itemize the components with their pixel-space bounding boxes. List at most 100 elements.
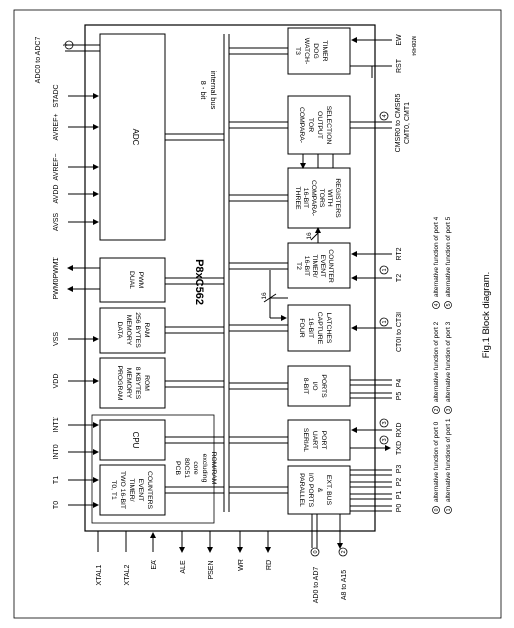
pin-wr: WR	[238, 559, 245, 571]
legend-marker-1-circle	[444, 506, 452, 514]
comparator-line-2: OUTPUT	[316, 111, 323, 139]
rom-block	[99, 357, 166, 409]
legend: 0 alternative function of port 0 1 alter…	[432, 216, 452, 514]
pin-xtal2: XTAL2	[124, 564, 131, 585]
pin-p5: P5	[396, 392, 403, 401]
timers-line-3: EVENT	[137, 479, 144, 502]
comparator-block	[287, 95, 351, 155]
legend-marker-2-circle	[432, 406, 440, 414]
pin-int0: INT0	[53, 444, 60, 459]
pin-ew: EW	[396, 34, 403, 46]
timers-block	[99, 464, 166, 516]
pin-pwm0: PWM0	[53, 278, 60, 299]
uart-line-2: PORT	[320, 431, 327, 450]
capture-line-0: FOUR	[298, 318, 305, 337]
uart-block	[287, 419, 351, 461]
pin-avdd: AVDD	[53, 185, 60, 204]
pin-t1: T1	[53, 476, 60, 484]
pin-vss: VSS	[53, 332, 60, 346]
legend-text-3: alternative function of port 3	[445, 321, 452, 402]
left-pin-labels: ADC0 to ADC7 STADC AVREF+ AVREF− AVDD AV…	[35, 37, 60, 510]
pin-cmsr-1: CMSR0 to CMSR5	[395, 94, 402, 153]
marker-circles	[64, 40, 389, 557]
pin-xtal1: XTAL1	[96, 564, 103, 585]
bottom-pin-labels: XTAL1 XTAL2 EA ALE PSEN WR RD AD0 to AD7…	[96, 559, 348, 603]
pin-txd: TXD	[396, 441, 403, 455]
multiline-block-labels: T3 WATCH- DOG TIMER COMPARA- TOR OUTPUT …	[110, 38, 341, 510]
bus-label-1: 8 - bit	[199, 81, 208, 101]
t2-line-1: 16-BIT	[303, 256, 310, 276]
legend-marker-5: 5	[446, 303, 452, 306]
bus-width-label-a: 16	[306, 232, 313, 240]
compare-regs-line-0: THREE	[294, 186, 301, 210]
pcb-line-1: 80C51	[183, 458, 190, 478]
io8-line-0: 8-BIT	[302, 378, 309, 395]
pin-p4: P4	[396, 379, 403, 388]
pin-a8: A8 to A15	[341, 570, 348, 600]
right-bus-arrows	[229, 47, 288, 494]
timers-line-4: COUNTERS	[146, 471, 153, 510]
comparator-line-0: COMPARA-	[298, 107, 305, 143]
legend-text-2: alternative function of port 2	[433, 321, 440, 402]
pcb-core-region	[91, 414, 215, 524]
pin-t2: T2	[396, 274, 403, 282]
pin-rst: RST	[396, 58, 403, 73]
timers-line-1: TWO 16-BIT	[119, 471, 126, 509]
pin-rxd: RXD	[396, 423, 403, 438]
marker-1-ct: 1	[382, 320, 388, 323]
doc-code: MDB484	[410, 36, 416, 56]
adc-label: ADC	[131, 129, 140, 146]
rom-line-1: MEMORY	[125, 368, 132, 399]
capture-line-2: CAPTURE	[316, 312, 323, 345]
t2-line-2: TIMER/	[311, 254, 318, 277]
parallel-line-0: PARALLEL	[298, 473, 305, 507]
pin-ale: ALE	[180, 560, 187, 574]
pcb-line-0: PCB	[174, 461, 181, 475]
pin-p2: P2	[396, 478, 403, 487]
right-pin-lines	[350, 37, 392, 512]
io8-block	[287, 365, 351, 407]
comparator-line-1: TOR	[307, 118, 314, 132]
pcb-line-3: excluding	[201, 454, 208, 483]
pin-t0: T0	[53, 501, 60, 509]
legend-text-5: alternative function of port 5	[445, 216, 452, 297]
ram-block	[99, 307, 166, 354]
compare-regs-line-3: TORS	[318, 189, 325, 208]
compare-regs-line-2: COMPARA-	[310, 180, 317, 216]
left-pin-lines	[65, 44, 100, 508]
pin-ea: EA	[151, 560, 158, 570]
pin-ad0: AD0 to AD7	[313, 567, 320, 604]
pin-rt2: RT2	[396, 247, 403, 260]
pin-pwm1: PWM1	[53, 257, 60, 278]
t3-block	[287, 27, 351, 75]
t2-line-4: COUNTER	[327, 249, 334, 283]
compare-regs-line-5: REGISTERS	[334, 178, 341, 218]
left-bus-arrows	[165, 133, 224, 494]
capture-block	[287, 304, 351, 352]
t3-line-0: T3	[294, 47, 301, 55]
bus-slash-16b	[263, 293, 277, 303]
pin-p0: P0	[396, 504, 403, 513]
legend-marker-3-circle	[444, 406, 452, 414]
legend-marker-1: 1	[446, 508, 452, 511]
parallel-line-1: I/O PORTS	[307, 473, 314, 508]
rom-line-3: ROM	[143, 375, 150, 391]
legend-marker-3: 3	[446, 408, 452, 411]
legend-text-4: alternative function of port 4	[433, 216, 440, 297]
pin-psen: PSEN	[208, 560, 215, 579]
marker-3-txd: 3	[382, 438, 388, 441]
marker-1-t2: 1	[382, 268, 388, 271]
ram-line-0: DATA	[116, 321, 123, 339]
comparator-line-3: SELECTION	[325, 106, 332, 145]
ram-line-3: RAM	[143, 322, 150, 337]
legend-marker-4-circle	[432, 301, 440, 309]
ram-line-1: MEMORY	[125, 315, 132, 346]
ram-line-2: 256 BYTES	[134, 312, 141, 348]
marker-numbers: 1 4 1 1 3 3 0 2	[63, 43, 388, 553]
bus-width-label-b: 16	[261, 292, 268, 300]
pin-p3: P3	[396, 465, 403, 474]
marker-3-rxd: 3	[382, 421, 388, 424]
capture-line-1: 16-BIT	[307, 318, 314, 338]
cpu-label: CPU	[131, 432, 140, 449]
